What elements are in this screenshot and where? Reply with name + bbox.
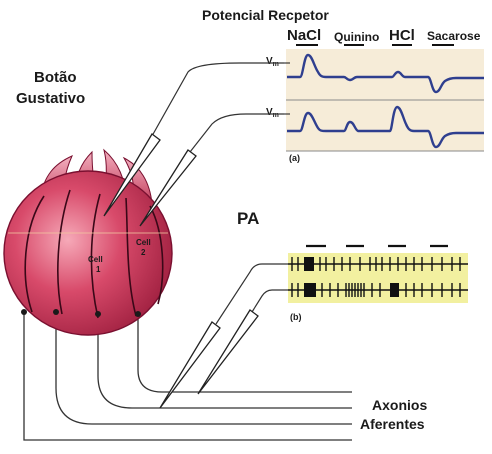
bud-cell-divisions [24, 189, 164, 319]
cell2-label-line2: 2 [141, 248, 146, 257]
axon-line-4 [137, 314, 352, 393]
panel-b-label: (b) [290, 312, 302, 322]
axon-line-2 [55, 312, 352, 425]
cell2-label-line1: Cell [136, 238, 151, 247]
pa-electrode-wire-2 [251, 289, 288, 313]
synapse-dots [21, 309, 141, 317]
afferent-axons [23, 312, 352, 441]
taste-bud: Cell 1 Cell 2 [3, 148, 173, 336]
receptor-potential-title: Potencial Recpetor [202, 7, 329, 23]
spike-burst [390, 283, 399, 297]
stimulus-labels: NaCl Quinino HCl Sacarose [287, 27, 481, 46]
action-potential-panel: (b) [288, 244, 468, 322]
pa-electrode-wire-1 [215, 263, 288, 325]
cell1-label-line2: 1 [96, 265, 101, 274]
synapse-dot-4 [135, 311, 141, 317]
cell-division-4 [125, 197, 137, 317]
bud-title-line2: Gustativo [16, 90, 85, 107]
axon-line-1 [23, 312, 352, 441]
action-potential-label: PA [237, 209, 259, 228]
bud-body [3, 170, 173, 336]
axon-line-3 [97, 314, 352, 409]
axon-electrodes [159, 263, 288, 409]
spike-burst [304, 283, 316, 297]
pa-electrode-tip-2 [197, 309, 259, 395]
stimulus-label-hcl: HCl [389, 27, 415, 44]
stimulus-label-quinino: Quinino [334, 30, 379, 44]
panel-a-label: (a) [289, 153, 300, 163]
axons-label-line2: Aferentes [360, 416, 425, 432]
cell-division-3 [90, 193, 101, 319]
receptor-electrodes [103, 62, 284, 227]
receptor-potential-panel: Vm Vm (a) [266, 49, 484, 163]
vm-label-cell2: Vm [266, 107, 279, 119]
cell-division-1 [24, 195, 45, 313]
stimulus-label-nacl: NaCl [287, 27, 321, 44]
synapse-dot-2 [53, 309, 59, 315]
receptor-trace-cell2 [287, 105, 484, 149]
synapse-dot-3 [95, 311, 101, 317]
spike-burst [304, 257, 314, 271]
electrode-tip-cell1 [103, 133, 161, 217]
pa-spikes-cell1 [291, 257, 461, 271]
electrode-tip-cell2 [139, 149, 197, 227]
axons-label-line1: Axonios [372, 397, 427, 413]
cell1-label-line1: Cell [88, 255, 103, 264]
pa-electrode-tip-1 [159, 321, 221, 409]
electrode-wire-cell2 [189, 113, 284, 153]
bud-title-line1: Botão [34, 69, 77, 86]
panel-b-background [288, 253, 468, 303]
electrode-wire-cell1 [151, 62, 284, 137]
stimulus-label-sacarose: Sacarose [427, 29, 481, 43]
vm-label-cell1: Vm [266, 56, 279, 68]
receptor-trace-cell1 [287, 53, 484, 94]
cell-division-5 [149, 205, 164, 305]
cell-division-2 [57, 189, 71, 315]
synapse-dot-1 [21, 309, 27, 315]
pa-spikes-cell2 [291, 283, 461, 297]
